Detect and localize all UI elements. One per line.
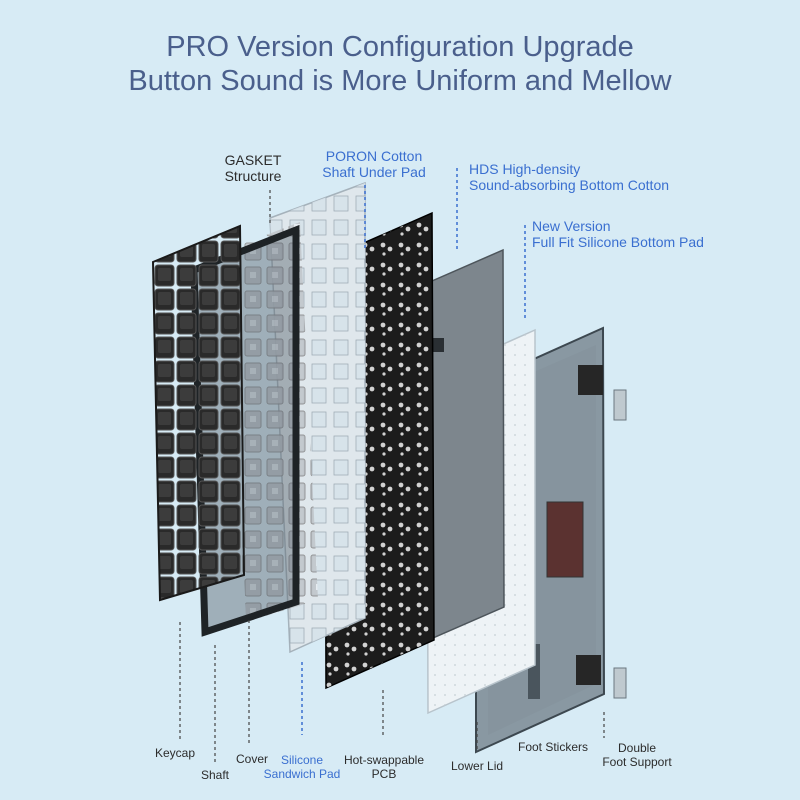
label-silicone-bottom-pad-line1: New Version — [532, 218, 611, 234]
label-poron-line2: Shaft Under Pad — [322, 164, 426, 180]
label-gasket-line1: GASKET — [224, 152, 282, 168]
label-silicone-bottom-pad-line2: Full Fit Silicone Bottom Pad — [532, 234, 704, 250]
label-pcb: Hot-swappable PCB — [336, 753, 432, 781]
label-gasket-line2: Structure — [224, 168, 282, 184]
label-shaft: Shaft — [201, 768, 230, 782]
label-foot-stickers: Foot Stickers — [518, 740, 589, 754]
label-pcb-line1: Hot-swappable — [343, 753, 425, 767]
label-foot-support: Double Foot Support — [597, 741, 677, 769]
label-sandwich-pad-line1: Silicone — [280, 753, 324, 767]
label-sandwich-pad: Silicone Sandwich Pad — [256, 753, 348, 781]
label-foot-support-line2: Foot Support — [602, 755, 672, 769]
label-poron: PORON Cotton Shaft Under Pad — [312, 148, 436, 180]
label-silicone-bottom-pad: New Version Full Fit Silicone Bottom Pad — [532, 218, 742, 250]
label-hds-line2: Sound-absorbing Bottom Cotton — [469, 177, 670, 193]
label-sandwich-pad-line2: Sandwich Pad — [263, 767, 341, 781]
label-gasket: GASKET Structure — [218, 152, 288, 184]
label-keycap: Keycap — [155, 746, 196, 760]
label-foot-support-line1: Double — [617, 741, 657, 755]
headline-line2: Button Sound is More Uniform and Mellow — [128, 65, 672, 97]
label-poron-line1: PORON Cotton — [325, 148, 423, 164]
headline-line1: PRO Version Configuration Upgrade — [166, 31, 634, 63]
label-pcb-line2: PCB — [371, 767, 397, 781]
label-hds-line1: HDS High-density — [469, 161, 581, 177]
label-lower-lid: Lower Lid — [451, 759, 504, 773]
label-cover: Cover — [236, 752, 269, 766]
label-hds: HDS High-density Sound-absorbing Bottom … — [469, 161, 709, 193]
